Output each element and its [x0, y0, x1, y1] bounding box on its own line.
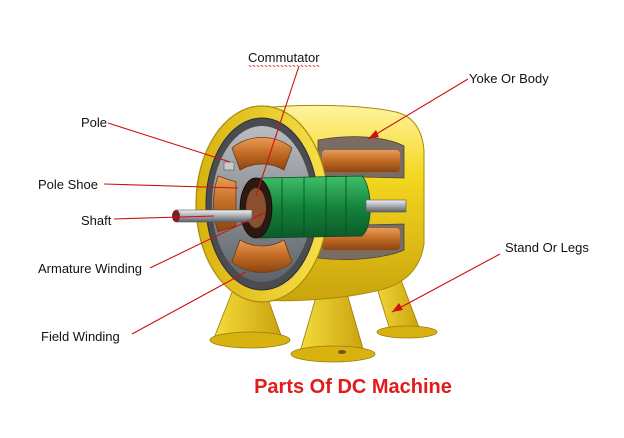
foot-back-right: [377, 326, 437, 338]
armature-winding-label: Armature Winding: [38, 261, 142, 276]
field-winding-label: Field Winding: [41, 329, 120, 344]
foot-front-left: [210, 332, 290, 348]
commutator-label: Commutator: [248, 50, 320, 65]
bolt-hole: [338, 350, 346, 354]
pole-label: Pole: [81, 115, 107, 130]
pole-shoe-marker: [224, 162, 234, 170]
shaft-end: [172, 210, 180, 222]
armature-body: [260, 176, 370, 238]
pole-left: [214, 176, 237, 232]
field-coil-top: [322, 150, 400, 172]
stand-label: Stand Or Legs: [505, 240, 589, 255]
shaft-label: Shaft: [81, 213, 111, 228]
pole-shoe-label: Pole Shoe: [38, 177, 98, 192]
shaft-rear: [366, 200, 406, 212]
yoke-label: Yoke Or Body: [469, 71, 549, 86]
foot-front-right: [291, 346, 375, 362]
diagram-caption: Parts Of DC Machine: [0, 376, 624, 399]
